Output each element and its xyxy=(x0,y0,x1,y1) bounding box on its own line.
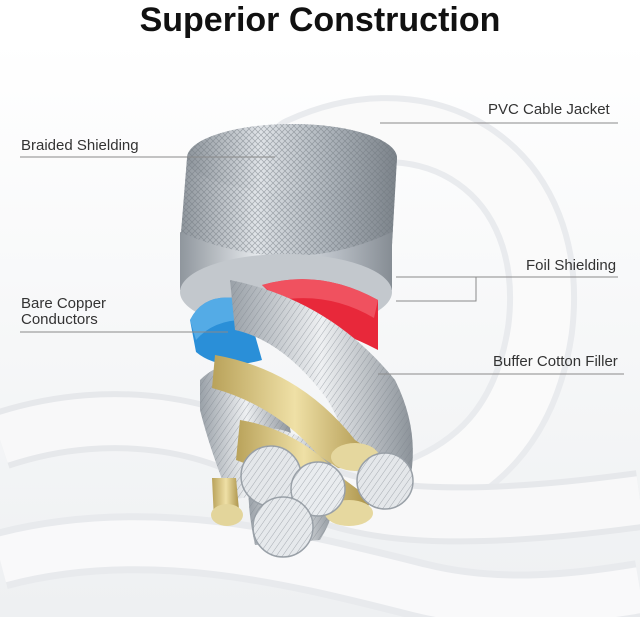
label-braided-shielding: Braided Shielding xyxy=(21,137,139,154)
braided-shielding-shape xyxy=(180,124,397,268)
label-pvc-cable-jacket: PVC Cable Jacket xyxy=(488,101,610,118)
label-foil-shielding: Foil Shielding xyxy=(526,257,617,274)
label-bare-copper-line1: Bare Copper xyxy=(21,295,107,312)
label-bare-copper-line2: Conductors xyxy=(21,311,98,328)
leader-lines xyxy=(20,122,624,375)
strand-ends-shape xyxy=(240,445,414,558)
page-title: Superior Construction xyxy=(139,1,501,39)
label-buffer-cotton-filler: Buffer Cotton Filler xyxy=(493,353,618,370)
leader-line-foil-bottom xyxy=(396,277,477,302)
